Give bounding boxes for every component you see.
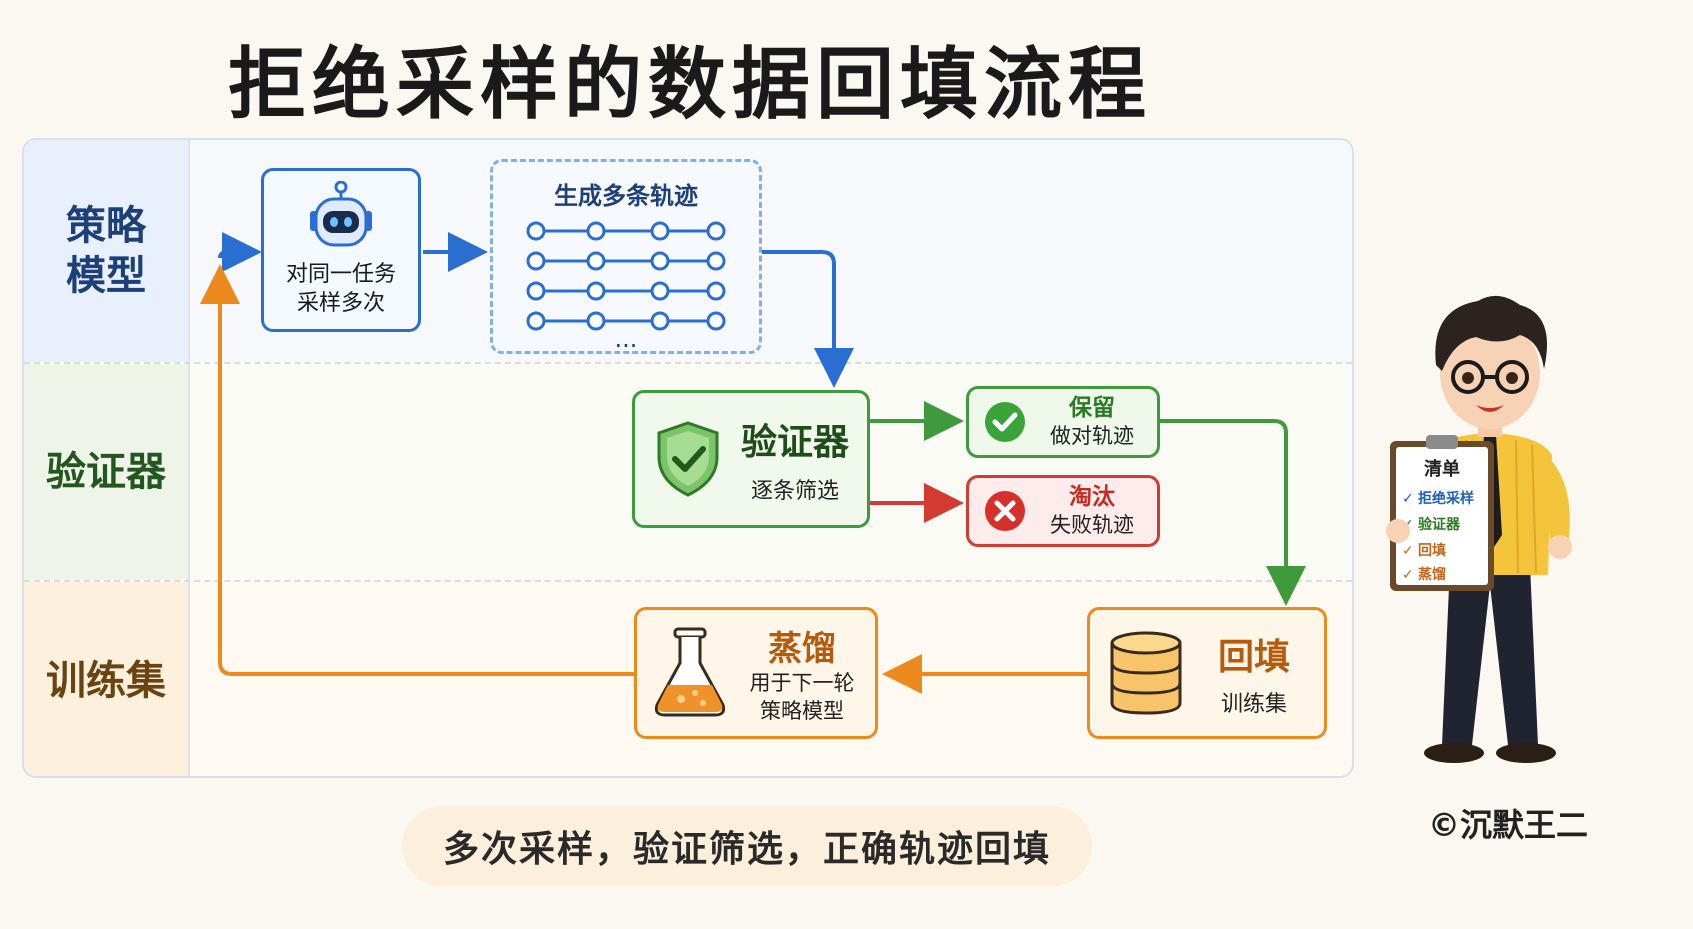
keep-title: 保留 bbox=[1069, 395, 1115, 422]
drop-title: 淘汰 bbox=[1069, 484, 1115, 511]
sampling-line1: 对同一任务 bbox=[285, 262, 396, 288]
copyright-text: ©沉默王二 bbox=[1428, 806, 1589, 844]
trajectories-ellipsis: ... bbox=[614, 325, 638, 353]
arrow-keep-to-backfill bbox=[1160, 419, 1306, 606]
robot-icon bbox=[310, 181, 372, 247]
summary-banner: 多次采样，验证筛选，正确轨迹回填 bbox=[402, 806, 1092, 886]
backfill-title: 回填 bbox=[1217, 637, 1290, 678]
arrow-trajectories-to-verifier bbox=[762, 250, 854, 388]
sampling-line2: 采样多次 bbox=[296, 291, 385, 316]
backfill-subtitle: 训练集 bbox=[1220, 692, 1287, 717]
arrow-distill-loop-back bbox=[200, 264, 634, 676]
drop-subtitle: 失败轨迹 bbox=[1050, 512, 1134, 537]
checklist-check-icon: ✓ bbox=[1402, 567, 1414, 583]
verifier-title: 验证器 bbox=[740, 422, 849, 463]
lane-label-policy: 策略 模型 bbox=[24, 140, 190, 362]
keep-node: 保留 做对轨迹 bbox=[966, 386, 1160, 458]
lane-label-training-set: 训练集 bbox=[24, 582, 190, 776]
sampling-node: 对同一任务 采样多次 bbox=[261, 168, 421, 332]
x-circle-icon bbox=[985, 491, 1025, 531]
backfill-node: 回填 训练集 bbox=[1087, 607, 1327, 739]
distill-node: 蒸馏 用于下一轮 策略模型 bbox=[634, 607, 878, 739]
trajectories-title: 生成多条轨迹 bbox=[554, 182, 698, 210]
checklist-check-icon: ✓ bbox=[1402, 491, 1414, 507]
shield-check-icon bbox=[657, 421, 719, 497]
lane-label-verifier: 验证器 bbox=[24, 364, 190, 580]
page-title: 拒绝采样的数据回填流程 bbox=[227, 40, 1152, 130]
arrow-into-sampling bbox=[218, 232, 262, 272]
drop-node: 淘汰 失败轨迹 bbox=[966, 475, 1160, 547]
keep-subtitle: 做对轨迹 bbox=[1050, 423, 1134, 448]
trajectories-icon bbox=[526, 221, 726, 331]
checklist-check-icon: ✓ bbox=[1402, 543, 1414, 559]
checklist-item-3: 回填 bbox=[1418, 542, 1446, 559]
trajectories-node: 生成多条轨迹 ... bbox=[490, 159, 762, 354]
verifier-subtitle: 逐条筛选 bbox=[750, 479, 839, 504]
checklist-item-2: 验证器 bbox=[1418, 516, 1461, 533]
checklist-item-1: 拒绝采样 bbox=[1418, 490, 1474, 507]
flask-icon bbox=[654, 627, 726, 717]
check-circle-icon bbox=[985, 402, 1025, 442]
distill-line2: 策略模型 bbox=[760, 698, 844, 723]
checklist-title: 清单 bbox=[1424, 458, 1460, 480]
character-illustration: 清单 ✓ 拒绝采样 ✓ 验证器 ✓ 回填 ✓ 蒸馏 bbox=[1386, 295, 1572, 763]
distill-line1: 用于下一轮 bbox=[749, 671, 855, 696]
checklist-item-4: 蒸馏 bbox=[1418, 566, 1446, 583]
checklist-items: ✓ 拒绝采样 ✓ 验证器 ✓ 回填 ✓ 蒸馏 bbox=[1402, 490, 1474, 583]
distill-title: 蒸馏 bbox=[768, 629, 836, 670]
database-icon bbox=[1110, 631, 1182, 715]
verifier-node: 验证器 逐条筛选 bbox=[632, 390, 870, 528]
